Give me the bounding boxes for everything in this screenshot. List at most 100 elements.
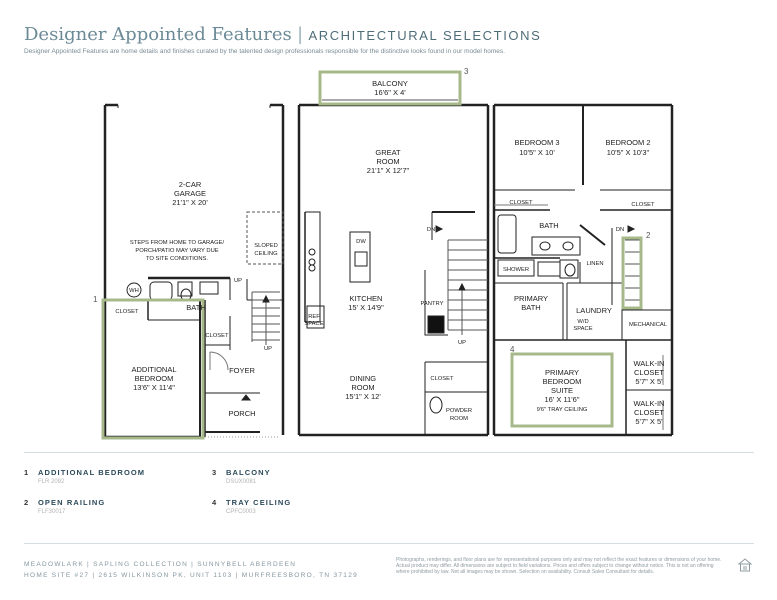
label-primary-bath-1: PRIMARY — [514, 294, 548, 303]
label-suite-2: BEDROOM — [543, 377, 582, 386]
label-wic2-1: WALK-IN — [634, 399, 665, 408]
marker-3: 3 — [464, 67, 469, 76]
label-garage-note-3: TO SITE CONDITIONS. — [146, 256, 208, 262]
level-3-plan — [492, 103, 674, 437]
label-suite-1: PRIMARY — [545, 368, 579, 377]
highlight-balcony — [318, 70, 462, 106]
label-up-l2: UP — [458, 340, 466, 346]
feature-4-code: CPFC0003 — [226, 509, 256, 515]
label-wic1-1: WALK-IN — [634, 359, 665, 368]
feature-4-name: TRAY CEILING — [226, 498, 292, 507]
label-dining-1: DINING — [350, 374, 376, 383]
label-add-bed-1: ADDITIONAL — [131, 365, 176, 374]
label-suite-5: 9'6" TRAY CEILING — [537, 407, 588, 413]
label-closet-l1: CLOSET — [115, 309, 139, 315]
label-wic2-2: CLOSET — [634, 408, 664, 417]
label-great-room-3: 21'1" X 12'7" — [367, 166, 410, 175]
feature-1-code: FLR 2092 — [38, 479, 65, 485]
label-porch: PORCH — [228, 409, 255, 418]
label-add-bed-2: BEDROOM — [135, 374, 174, 383]
label-dn-l2: DN — [427, 227, 435, 233]
divider-bottom — [24, 543, 754, 544]
feature-2-code: FLF30017 — [38, 509, 66, 515]
label-dining-2: ROOM — [351, 383, 374, 392]
label-dw: DW — [356, 239, 366, 245]
label-dining-3: 15'1" X 12' — [345, 392, 381, 401]
footer-community: MEADOWLARK | SAPLING COLLECTION | SUNNYB… — [24, 561, 297, 568]
marker-4: 4 — [510, 345, 515, 354]
label-closet-l2: CLOSET — [430, 376, 454, 382]
label-balcony-2: 16'6" X 4' — [374, 88, 406, 97]
label-great-room-1: GREAT — [375, 148, 401, 157]
label-wic1-3: 5'7" X 5' — [635, 377, 663, 386]
label-suite-4: 16' X 11'6" — [545, 395, 580, 404]
label-up-l1b: UP — [264, 346, 272, 352]
footer-disclaimer: Photographs, renderings, and floor plans… — [396, 557, 722, 575]
label-bed3-1: BEDROOM 3 — [514, 138, 559, 147]
label-closet-l3b: CLOSET — [631, 202, 655, 208]
divider-top — [24, 452, 754, 453]
title-main: Designer Appointed Features — [24, 24, 292, 45]
feature-2-num: 2 — [24, 498, 29, 507]
label-wd-1: W/D — [577, 319, 588, 325]
feature-1-num: 1 — [24, 468, 29, 477]
label-laundry: LAUNDRY — [576, 306, 612, 315]
label-closet-l1b: CLOSET — [205, 333, 229, 339]
label-great-room-2: ROOM — [376, 157, 399, 166]
label-kitchen-2: 15' X 14'9" — [348, 303, 384, 312]
label-balcony-1: BALCONY — [372, 79, 408, 88]
feature-1-name: ADDITIONAL BEDROOM — [38, 468, 146, 477]
label-garage-note-2: PORCH/PATIO MAY VARY DUE — [135, 248, 218, 254]
label-wh: WH — [129, 288, 139, 294]
highlight-tray-ceiling — [510, 352, 614, 428]
feature-2-name: OPEN RAILING — [38, 498, 106, 507]
label-wic2-3: 5'7" X 5' — [635, 417, 663, 426]
label-ref-1: REF — [308, 314, 320, 320]
highlight-open-railing — [621, 236, 643, 310]
label-sloped-2: CEILING — [254, 251, 278, 257]
label-bath-l3: BATH — [539, 221, 558, 230]
label-bath-l1: BATH — [186, 303, 205, 312]
label-garage-3: 21'1" X 20' — [172, 198, 208, 207]
label-powder-2: ROOM — [450, 416, 468, 422]
label-shower: SHOWER — [503, 267, 529, 273]
title-divider: | — [297, 24, 303, 44]
label-wd-2: SPACE — [573, 326, 592, 332]
label-powder-1: POWDER — [446, 408, 472, 414]
label-foyer: FOYER — [229, 366, 255, 375]
label-garage-2: GARAGE — [174, 189, 206, 198]
label-pantry: PANTRY — [421, 301, 444, 307]
level-2-plan — [297, 70, 490, 437]
title-subtitle: ARCHITECTURAL SELECTIONS — [308, 28, 542, 43]
label-kitchen-1: KITCHEN — [350, 294, 383, 303]
label-linen: LINEN — [586, 261, 603, 267]
footer-address: HOME SITE #27 | 2615 WILKINSON PK, UNIT … — [24, 572, 359, 579]
level-1-plan — [101, 103, 285, 440]
marker-2: 2 — [646, 231, 651, 240]
label-mechanical: MECHANICAL — [629, 322, 668, 328]
label-sloped-1: SLOPED — [254, 243, 278, 249]
page-title: Designer Appointed Features| ARCHITECTURA… — [24, 24, 541, 45]
floor-plans: 1 2 3 4 2-CAR GARAGE 21'1" X 20' STEPS F… — [93, 67, 674, 440]
feature-4-num: 4 — [212, 498, 217, 507]
feature-3-num: 3 — [212, 468, 217, 477]
label-suite-3: SUITE — [551, 386, 573, 395]
label-wic1-2: CLOSET — [634, 368, 664, 377]
label-bed2-2: 10'5" X 10'3" — [607, 148, 650, 157]
label-dn-l3: DN — [616, 227, 624, 233]
feature-3-code: DSUX0081 — [226, 479, 257, 485]
label-up-l1: UP — [234, 278, 242, 284]
equal-housing-icon — [738, 558, 752, 572]
label-bed2-1: BEDROOM 2 — [605, 138, 650, 147]
feature-markers: 1 2 3 4 — [93, 67, 651, 354]
feature-3-name: BALCONY — [226, 468, 271, 477]
intro-text: Designer Appointed Features are home det… — [24, 48, 505, 55]
marker-1: 1 — [93, 295, 98, 304]
label-garage-note-1: STEPS FROM HOME TO GARAGE/ — [130, 240, 225, 246]
label-closet-l3a: CLOSET — [509, 200, 533, 206]
label-bed3-2: 10'5" X 10' — [519, 148, 555, 157]
highlight-additional-bedroom — [101, 298, 205, 440]
label-ref-2: SPACE — [304, 321, 323, 327]
label-garage-1: 2-CAR — [179, 180, 202, 189]
label-add-bed-3: 13'6" X 11'4" — [133, 383, 175, 392]
